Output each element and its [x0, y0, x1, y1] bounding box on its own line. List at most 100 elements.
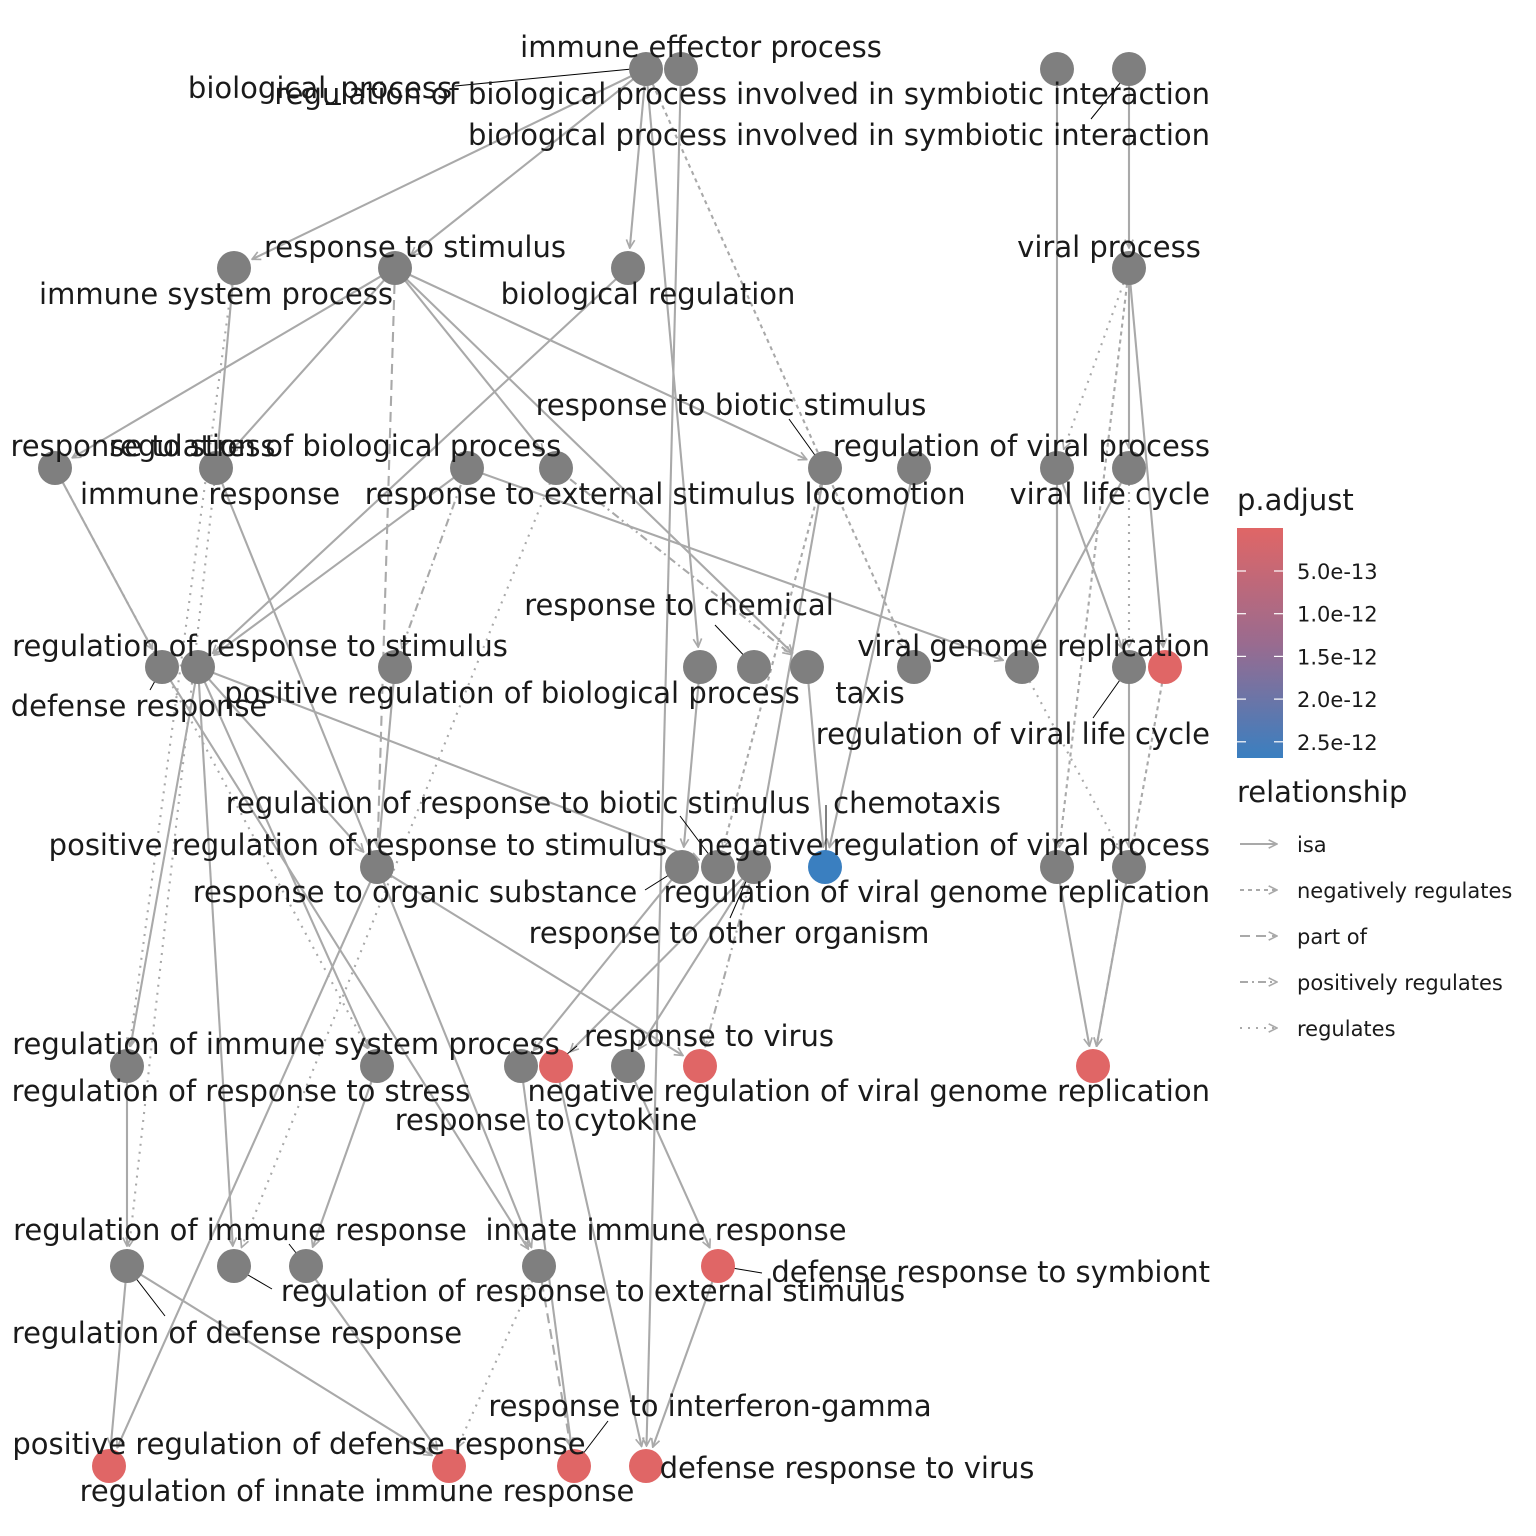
edge-isa — [653, 1265, 719, 1447]
node-reg-response-to-stress — [360, 1049, 394, 1083]
node-unlabeled — [289, 1249, 323, 1283]
node-defense-response-to-symbiont — [701, 1249, 735, 1283]
labels-layer: immune effector processbiological_proces… — [10, 30, 1210, 1508]
node-regulation-of-biological-process — [450, 451, 484, 485]
node-viral-genome-replication — [897, 650, 931, 684]
node-label-response-to-interferon-gamma: response to interferon-gamma — [488, 1389, 931, 1423]
node-label-biological-process: biological_process — [188, 71, 452, 105]
edge-isa — [161, 666, 528, 1249]
padj-ticks: 5.0e-131.0e-121.5e-122.0e-122.5e-12 — [1237, 560, 1378, 755]
node-response-to-biotic-stimulus — [808, 451, 842, 485]
node-label-response-to-external-stimulus: response to external stimulus — [365, 477, 796, 511]
edge-isa — [758, 467, 827, 847]
edge-isa — [197, 666, 369, 1048]
edge-reg — [130, 267, 236, 1046]
edge-isa — [197, 666, 699, 860]
node-viral-process — [1112, 251, 1146, 285]
edge-neg — [1059, 267, 1131, 847]
edge-isa — [229, 267, 396, 453]
node-label-immune-response: immune response — [80, 477, 340, 511]
edge-isa — [627, 1065, 710, 1248]
node-label-neg-reg-viral-process: negative regulation of viral process — [697, 828, 1210, 862]
node-response-to-other-organism — [737, 850, 771, 884]
node-label-chemotaxis: chemotaxis — [833, 786, 1001, 820]
node-label-response-to-biotic-stimulus: response to biotic stimulus — [536, 388, 927, 422]
edge-isa — [411, 68, 647, 256]
node-reg-response-to-external-stimulus — [217, 1249, 251, 1283]
edge-partof — [537, 1265, 571, 1446]
edge-isa — [213, 267, 629, 653]
node-label-locomotion: locomotion — [804, 477, 965, 511]
node-label-reg-response-to-external-stimulus: regulation of response to external stimu… — [281, 1274, 905, 1308]
node-label-defense-response: defense response — [11, 689, 268, 723]
edge-isa — [684, 666, 702, 847]
node-chemotaxis — [808, 850, 842, 884]
edge-isa — [54, 467, 154, 649]
node-label-pos-reg-biological-process: positive regulation of biological proces… — [224, 676, 800, 710]
node-biological-regulation — [611, 251, 645, 285]
padj-tick-label: 1.5e-12 — [1297, 645, 1378, 669]
padj-tick-label: 1.0e-12 — [1297, 603, 1378, 627]
padj-tick-label: 5.0e-13 — [1297, 560, 1378, 584]
node-label-biological-regulation: biological regulation — [501, 277, 796, 311]
node-defense-response — [145, 650, 179, 684]
node-label-reg-viral-genome-replication: regulation of viral genome replication — [664, 875, 1210, 909]
edge-isa — [72, 267, 396, 458]
edge-isa — [1127, 267, 1163, 647]
node-unlabeled-enriched — [683, 1049, 717, 1083]
edge-isa — [394, 267, 543, 452]
padj-tick-label: 2.0e-12 — [1297, 688, 1378, 712]
node-label-pos-reg-defense-response: positive regulation of defense response — [12, 1427, 585, 1461]
node-neg-reg-viral-process — [1040, 850, 1074, 884]
node-reg-response-to-stimulus — [181, 650, 215, 684]
node-label-reg-defense-response: regulation of defense response — [12, 1316, 462, 1350]
node-label-reg-response-to-stress: regulation of response to stress — [12, 1074, 471, 1108]
edge-isa — [829, 467, 916, 847]
edge-isa — [117, 866, 378, 1448]
node-response-to-external-stimulus — [539, 451, 573, 485]
edge-isa — [197, 666, 364, 852]
legend-label-neg: negatively regulates — [1297, 879, 1512, 903]
edges-layer — [54, 68, 1165, 1455]
node-reg-immune-system-process — [110, 1049, 144, 1083]
edge-isa — [644, 68, 698, 647]
legend-label-reg: regulates — [1297, 1017, 1396, 1041]
edge-isa — [131, 666, 200, 1046]
node-defense-response-to-virus — [629, 1449, 663, 1483]
node-response-to-interferon-gamma — [557, 1449, 591, 1483]
edge-reg — [457, 1265, 540, 1448]
nodes-layer — [38, 52, 1182, 1483]
node-label-innate-immune-response: innate immune response — [485, 1213, 846, 1247]
node-unlabeled — [611, 1049, 645, 1083]
node-label-taxis: taxis — [835, 676, 904, 710]
node-label-reg-response-to-stimulus: regulation of response to stimulus — [12, 629, 508, 663]
node-reg-viral-life-cycle — [1112, 650, 1146, 684]
node-label-reg-viral-life-cycle: regulation of viral life cycle — [816, 717, 1210, 751]
node-label-neg-reg-viral-genome-replication: negative regulation of viral genome repl… — [527, 1074, 1210, 1108]
node-label-response-to-cytokine: response to cytokine — [395, 1103, 698, 1137]
node-unlabeled — [1005, 650, 1039, 684]
edge-isa — [639, 866, 755, 1049]
edge-pos — [555, 467, 791, 655]
node-label-viral-life-cycle: viral life cycle — [1009, 477, 1210, 511]
edge-isa — [466, 467, 1003, 660]
node-pos-reg-defense-response — [92, 1449, 126, 1483]
node-label-response-to-virus: response to virus — [584, 1019, 834, 1053]
node-label-response-to-chemical: response to chemical — [524, 588, 834, 622]
node-response-to-organic-substance — [665, 850, 699, 884]
node-label-defense-response-to-symbiont: defense response to symbiont — [771, 1255, 1210, 1289]
edge-reg — [1064, 267, 1130, 449]
legend-label-pos: positively regulates — [1297, 971, 1503, 995]
legend-label-isa: isa — [1297, 833, 1327, 857]
node-reg-innate-immune-response — [432, 1449, 466, 1483]
node-reg-response-to-biotic-stimulus — [701, 850, 735, 884]
node-unlabeled — [737, 650, 771, 684]
node-immune-response — [199, 451, 233, 485]
node-label-reg-immune-response: regulation of immune response — [13, 1213, 467, 1247]
node-label-immune-system-process: immune system process — [39, 277, 393, 311]
node-immune-effector-process — [664, 52, 698, 86]
edge-isa — [252, 68, 647, 259]
edge-neg — [723, 467, 827, 848]
node-reg-bp-symbiotic — [1112, 52, 1146, 86]
